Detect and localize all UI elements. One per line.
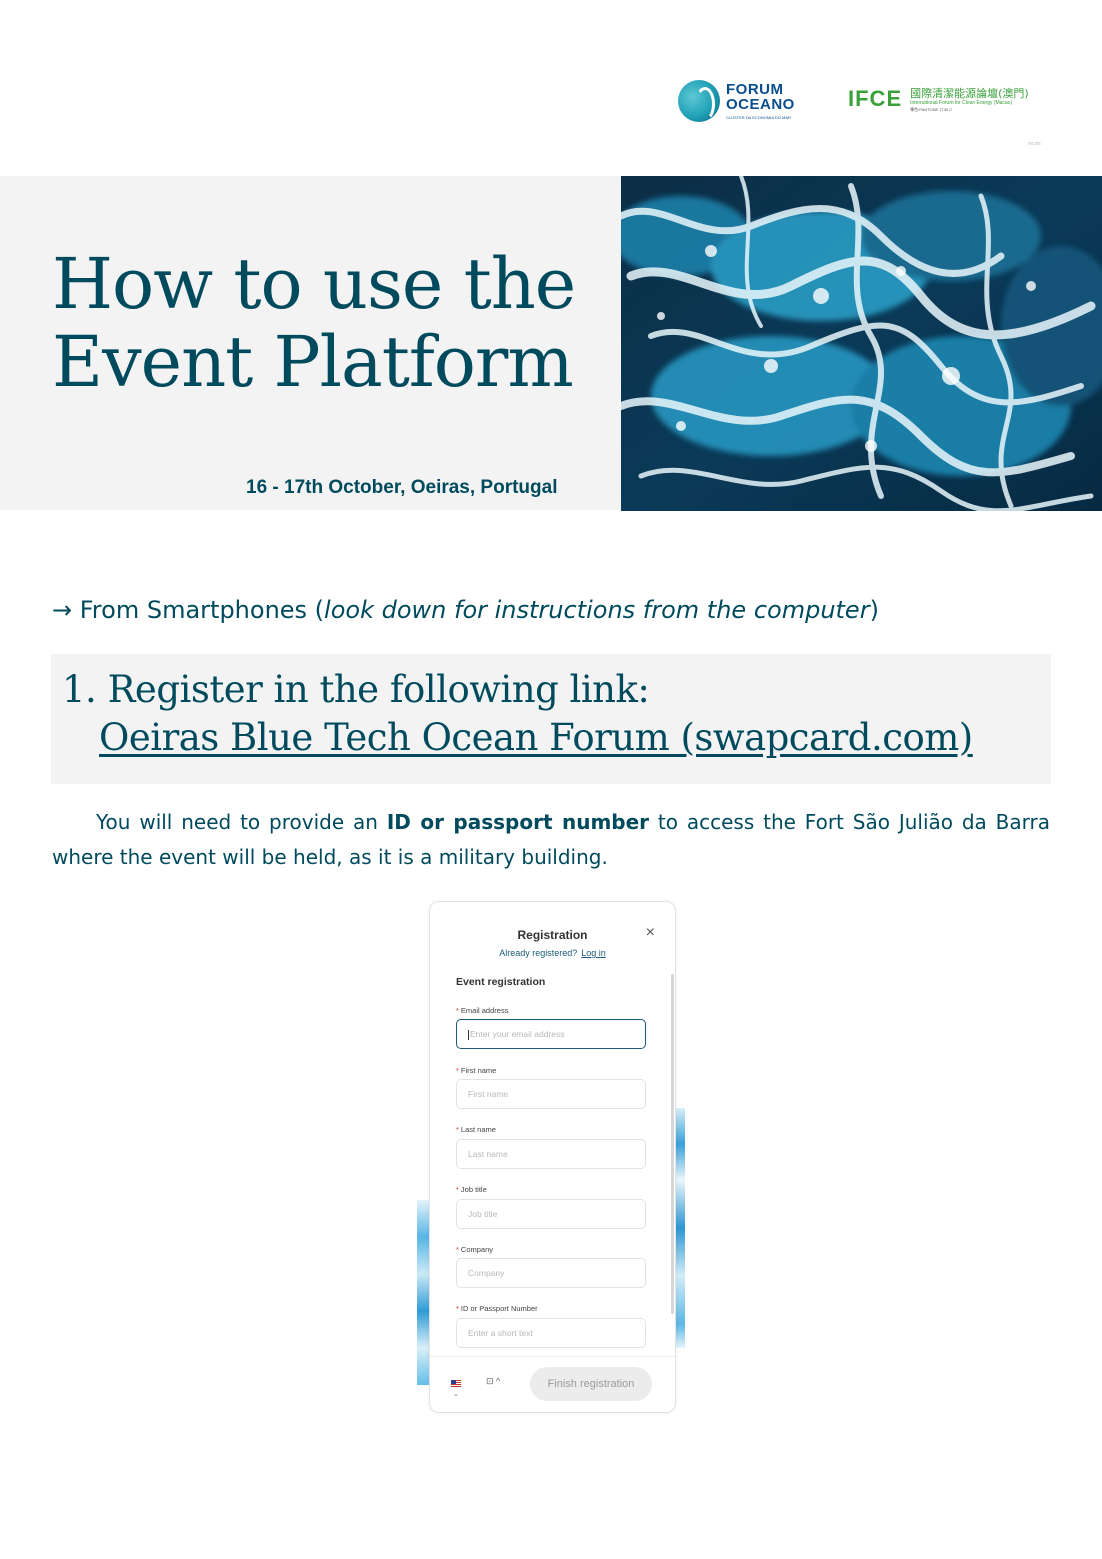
display-toggle-icon[interactable]: ⊡ ^ <box>486 1376 501 1386</box>
last-name-field[interactable]: Last name <box>456 1139 646 1169</box>
info-part2: to access the Fort São Julião da Barra w… <box>52 810 1051 869</box>
scrollbar[interactable] <box>671 974 674 1314</box>
chevron-down-icon[interactable]: ⌄ <box>453 1391 459 1398</box>
job-title-label: *Job title <box>456 1185 487 1194</box>
id-passport-label: *ID or Passport Number <box>456 1304 538 1313</box>
smartphones-close: ) <box>869 596 879 624</box>
close-icon[interactable]: × <box>645 924 655 941</box>
step1-heading: 1. Register in the following link: <box>62 668 650 711</box>
email-field[interactable]: Enter your email address <box>456 1019 646 1049</box>
id-requirement-note: You will need to provide an ID or passpo… <box>52 805 1050 875</box>
forum-oceano-sub: CLUSTER DA ECONOMIA DO MAR <box>726 115 791 120</box>
id-passport-field[interactable]: Enter a short text <box>456 1318 646 1348</box>
info-part1: You will need to provide an <box>96 810 387 834</box>
forum-oceano-wave-icon <box>678 80 720 122</box>
step1-box <box>51 654 1051 784</box>
last-name-label: *Last name <box>456 1125 496 1134</box>
email-label: *Email address <box>456 1006 509 1015</box>
forum-oceano-logo: FORUM OCEANO CLUSTER DA ECONOMIA DO MAR <box>678 80 795 122</box>
info-bold: ID or passport number <box>386 810 650 834</box>
ifce-mark: IFCE <box>848 86 903 111</box>
smartphones-text: From Smartphones ( <box>79 596 325 624</box>
job-title-field[interactable]: Job title <box>456 1199 646 1229</box>
corner-mark: mcsis <box>1028 141 1041 147</box>
page-title-line2: Event Platform <box>52 321 574 403</box>
ifce-logo: IFCE 國際清潔能源論壇(澳門) International Forum fo… <box>848 86 1029 113</box>
background-wave-left <box>417 1200 431 1385</box>
arrow-icon: → <box>52 596 73 624</box>
ifce-chinese-name: 國際清潔能源論壇(澳門) <box>910 87 1029 100</box>
company-field[interactable]: Company <box>456 1258 646 1288</box>
swapcard-registration-link[interactable]: Oeiras Blue Tech Ocean Forum (swapcard.c… <box>99 716 973 759</box>
already-registered-text: Already registered? <box>499 948 578 958</box>
footer-divider <box>430 1356 675 1357</box>
us-flag-icon[interactable] <box>451 1380 461 1387</box>
smartphones-instruction: → From Smartphones (look down for instru… <box>52 596 879 624</box>
event-date: 16 - 17th October, Oeiras, Portugal <box>246 477 558 498</box>
hero-panel <box>0 176 621 510</box>
company-label: *Company <box>456 1245 494 1254</box>
registration-title: Registration <box>517 928 588 942</box>
ocean-waves-image <box>621 176 1102 511</box>
already-registered: Already registered?Log in <box>430 948 675 958</box>
first-name-label: *First name <box>456 1066 497 1075</box>
page-title: How to use the Event Platform <box>52 243 576 403</box>
ifce-english-name: International Forum for Clean Energy (Ma… <box>910 99 1013 106</box>
login-link[interactable]: Log in <box>581 948 606 958</box>
forum-oceano-line1: FORUM <box>726 81 784 98</box>
forum-oceano-line2: OCEANO <box>726 96 795 113</box>
page-title-line1: How to use the <box>52 243 576 325</box>
event-registration-heading: Event registration <box>456 976 546 988</box>
registration-form-screenshot: Registration × Already registered?Log in… <box>429 901 676 1413</box>
smartphones-note: look down for instructions from the comp… <box>324 596 870 624</box>
ifce-pantone: 專色:PANTONE 7740 C <box>910 107 953 113</box>
finish-registration-button[interactable]: Finish registration <box>530 1367 652 1401</box>
first-name-field[interactable]: First name <box>456 1079 646 1109</box>
